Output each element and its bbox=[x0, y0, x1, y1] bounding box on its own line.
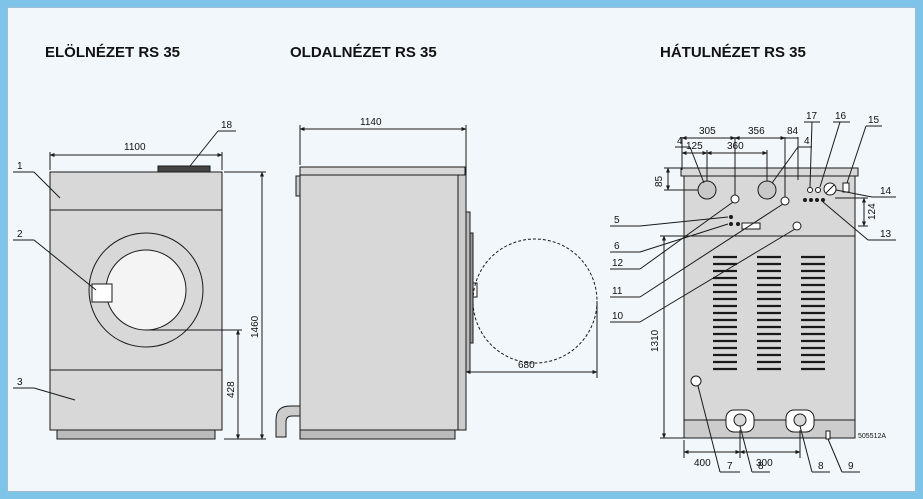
side-front-panel bbox=[457, 174, 467, 431]
title-side-view: OLDALNÉZET RS 35 bbox=[290, 44, 437, 61]
side-rear-bracket bbox=[295, 175, 301, 197]
callout-2: 2 bbox=[17, 229, 23, 240]
rear-terminal-16 bbox=[815, 187, 821, 193]
rear-inlet-right bbox=[757, 180, 777, 200]
rear-dim-125: 125 bbox=[686, 141, 703, 152]
rear-port-11 bbox=[780, 196, 790, 206]
callout-13: 13 bbox=[880, 229, 892, 240]
callout-6: 6 bbox=[614, 241, 620, 252]
drawing-code: 505512A bbox=[858, 433, 886, 440]
front-width-label: 1100 bbox=[124, 142, 146, 153]
rear-dim-124: 124 bbox=[867, 203, 878, 220]
rear-view bbox=[610, 121, 896, 473]
rear-connector-15 bbox=[842, 182, 850, 193]
side-base bbox=[299, 429, 456, 440]
rear-dot-3 bbox=[815, 198, 819, 202]
front-view bbox=[13, 130, 266, 440]
title-front-view: ELÖLNÉZET RS 35 bbox=[45, 44, 180, 61]
door-swing-circle bbox=[472, 238, 598, 364]
rear-dim-400: 400 bbox=[694, 458, 711, 469]
rear-top-cover bbox=[680, 167, 859, 177]
callout-12: 12 bbox=[612, 258, 624, 269]
side-drain-elbow bbox=[275, 405, 301, 438]
rear-drain-8-right-hole bbox=[793, 413, 807, 427]
rear-dim-305: 305 bbox=[699, 126, 716, 137]
rear-port-12 bbox=[730, 194, 740, 204]
rear-main-switch-slash bbox=[825, 184, 835, 194]
callout-15: 15 bbox=[868, 115, 880, 126]
side-door-profile bbox=[465, 211, 471, 373]
front-door-glass bbox=[105, 249, 187, 331]
callout-16: 16 bbox=[835, 111, 847, 122]
side-view bbox=[275, 125, 598, 440]
rear-dim-356: 356 bbox=[748, 126, 765, 137]
side-door-clearance-label: 680 bbox=[518, 360, 535, 371]
callout-5: 5 bbox=[614, 215, 620, 226]
rear-dim-360: 360 bbox=[727, 141, 744, 152]
callout-8-right: 8 bbox=[818, 461, 824, 472]
callout-9: 9 bbox=[848, 461, 854, 472]
callout-3: 3 bbox=[17, 377, 23, 388]
callout-10: 10 bbox=[612, 311, 624, 322]
rear-dot-6 bbox=[729, 222, 733, 226]
side-machine-body bbox=[299, 174, 461, 431]
rear-dim-84: 84 bbox=[787, 126, 799, 137]
side-depth-label: 1140 bbox=[360, 117, 382, 128]
front-base bbox=[56, 429, 216, 440]
front-door-handle bbox=[91, 283, 113, 303]
callout-14: 14 bbox=[880, 186, 892, 197]
callout-17: 17 bbox=[806, 111, 818, 122]
rear-dot-2 bbox=[809, 198, 813, 202]
callout-4-right: 4 bbox=[804, 136, 810, 147]
rear-dot-5 bbox=[729, 215, 733, 219]
side-top-cover bbox=[299, 166, 466, 176]
rear-dim-85: 85 bbox=[654, 175, 665, 187]
callout-8-left: 8 bbox=[758, 461, 764, 472]
rear-drain-8-left-hole bbox=[733, 413, 747, 427]
rear-drain-port-7 bbox=[690, 375, 702, 387]
rear-dot-1 bbox=[803, 198, 807, 202]
rear-dot-4 bbox=[821, 198, 825, 202]
front-door-height-label: 428 bbox=[226, 381, 237, 398]
rear-port-10 bbox=[792, 221, 802, 231]
rear-rating-plate bbox=[741, 222, 761, 230]
callout-18: 18 bbox=[221, 120, 233, 131]
rear-foot-9 bbox=[825, 430, 831, 440]
callout-11: 11 bbox=[612, 286, 623, 297]
callout-4-left: 4 bbox=[677, 136, 683, 147]
rear-inlet-left bbox=[697, 180, 717, 200]
callout-1: 1 bbox=[17, 161, 23, 172]
rear-dim-1310: 1310 bbox=[650, 329, 661, 352]
rear-dot-7 bbox=[736, 222, 740, 226]
side-door-handle bbox=[472, 282, 478, 298]
front-top-cover bbox=[157, 165, 211, 173]
title-rear-view: HÁTULNÉZET RS 35 bbox=[660, 44, 806, 61]
rear-terminal-17 bbox=[807, 187, 813, 193]
rear-vent-grille bbox=[713, 255, 825, 371]
rear-dim-300: 300 bbox=[756, 458, 773, 469]
front-height-label: 1460 bbox=[250, 315, 261, 338]
callout-7: 7 bbox=[727, 461, 733, 472]
